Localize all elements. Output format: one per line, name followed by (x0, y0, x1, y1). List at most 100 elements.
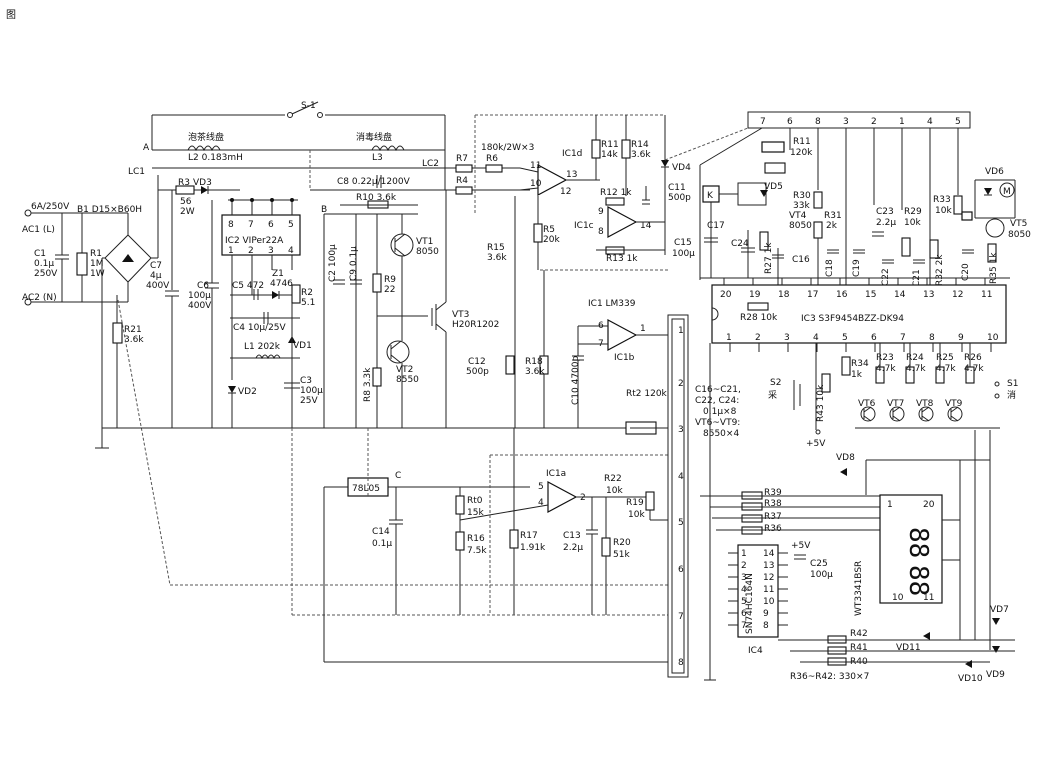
r29-label: R29 (904, 207, 922, 217)
vt5-label: VT5 (1010, 219, 1027, 229)
r3-label: R3 (178, 178, 190, 188)
r32-resistor (929, 239, 939, 259)
connector-pin-6: 6 (678, 565, 684, 575)
s1-switch-contact (994, 381, 1000, 387)
connector-pin-7: 7 (678, 612, 684, 622)
ic2-pin-3: 3 (268, 246, 274, 256)
c12-cap (505, 355, 515, 375)
ic4-left-pin-6: 6 (741, 609, 747, 619)
r22-resistor (645, 491, 655, 511)
connector-pin-5: 5 (678, 518, 684, 528)
vt7-label: VT7 (887, 399, 904, 409)
node-b-label: B (321, 205, 327, 215)
r3-resistor (175, 185, 195, 195)
vt3-label: VT3 (452, 310, 469, 320)
ic3-top-pin-14: 14 (894, 290, 906, 300)
driver-section: B R10 3.6k C2 100μ C9 0.1μ VT1 8050 R9 2… (321, 190, 499, 428)
r19-value: 10k (628, 510, 645, 520)
c7-voltage: 400V (146, 281, 170, 291)
top-pin-2: 2 (871, 117, 877, 127)
vd8-led (840, 468, 847, 476)
fuse-label: 6A/250V (31, 202, 70, 212)
r16-value: 7.5k (467, 546, 487, 556)
ic3-top-pin-12: 12 (952, 290, 963, 300)
r8-resistor (372, 367, 382, 387)
rt2-thermistor-section: Rt2 120k (625, 389, 668, 435)
ic2-pin-8: 8 (228, 220, 234, 230)
ic1d-pin-11: 11 (530, 161, 541, 171)
vd4-diode (661, 160, 669, 167)
r10-label: R10 3.6k (356, 193, 397, 203)
seven-segment-display (879, 494, 943, 604)
r4-resistor (455, 186, 473, 195)
r1-resistor (76, 252, 88, 276)
c11-value: 500p (668, 193, 691, 203)
c23-value: 2.2μ (876, 218, 896, 228)
ic1c-pin-9: 9 (598, 207, 604, 217)
rt0-resistor (455, 495, 465, 515)
ic2-label: IC2 VIPer22A (225, 236, 284, 246)
ic2-pin-7: 7 (248, 220, 254, 230)
r12-resistor (605, 197, 625, 206)
node-c-label: C (395, 471, 401, 481)
c14-value: 0.1μ (372, 539, 392, 549)
vd2-label: VD2 (238, 387, 257, 397)
c7-value: 4μ (150, 271, 162, 281)
r13-label: R13 1k (606, 254, 638, 264)
s1-switch-label: S1 (1007, 379, 1018, 389)
vt5-type: 8050 (1008, 230, 1031, 240)
r14-resistor (621, 139, 631, 159)
r39-label: R39 (764, 488, 782, 498)
vt6-label: VT6 (858, 399, 876, 409)
r2-label: R2 (301, 288, 313, 298)
ic3-bottom-pin-7: 7 (900, 333, 906, 343)
vd3-diode (201, 186, 208, 194)
r25-value: 4.7k (936, 364, 956, 374)
connector-strip-top: 7 6 8 3 2 1 4 5 (664, 111, 971, 285)
ic1c-comparator (607, 205, 638, 239)
r33-value: 10k (935, 206, 952, 216)
ic3-top-pin-19: 19 (749, 290, 761, 300)
ic1b-label: IC1b (614, 353, 635, 363)
vt1-label: VT1 (416, 237, 433, 247)
r38-label: R38 (764, 499, 782, 509)
bridge-label: B1 D15×B60H (77, 205, 142, 215)
vt5-transistor (985, 218, 1005, 238)
connector-jumper (761, 141, 785, 153)
ic2-pin-4: 4 (288, 246, 294, 256)
r2-resistor (291, 284, 301, 304)
r20-value: 51k (613, 550, 630, 560)
vd6-label: VD6 (985, 167, 1004, 177)
resistor-note: R36~R42: 330×7 (790, 672, 869, 682)
ic1-comparators: 11 10 13 12 IC1d R11 14k R14 3.6k VD4 R1… (466, 115, 691, 428)
r5-resistor (533, 223, 543, 243)
r9-value: 22 (384, 285, 395, 295)
r18-label: R18 (525, 357, 543, 367)
r1-power: 1W (90, 269, 105, 279)
r25-label: R25 (936, 353, 954, 363)
r34-value: 1k (851, 370, 863, 380)
r34-label: R34 (851, 359, 869, 369)
vt1-type: 8050 (416, 247, 439, 257)
ic1a-label: IC1a (546, 469, 566, 479)
c15-value: 100μ (672, 249, 695, 259)
r21-label: R21 (124, 325, 142, 335)
vd11-label: VD11 (896, 643, 921, 653)
motor-label: M (1003, 187, 1011, 197)
r7-resistor (455, 164, 473, 173)
s1-switch-text: 消 (1007, 389, 1016, 401)
l1-label: L1 202k (244, 342, 281, 352)
top-pin-3: 3 (843, 117, 849, 127)
ic1c-pin-14: 14 (640, 221, 652, 231)
vt8-label: VT8 (916, 399, 934, 409)
r19-label: R19 (626, 498, 644, 508)
display-pin-10: 10 (892, 593, 904, 603)
note-line-5: 8550×4 (703, 429, 739, 439)
ic3-label: IC3 S3F9454BZZ-DK94 (801, 314, 904, 324)
r1-value: 1M (90, 259, 104, 269)
r21-resistor (112, 322, 123, 344)
ic3-bottom-pin-1: 1 (726, 333, 732, 343)
ic1a-comparator (547, 480, 578, 514)
ic4-right-pin-10: 10 (763, 597, 775, 607)
